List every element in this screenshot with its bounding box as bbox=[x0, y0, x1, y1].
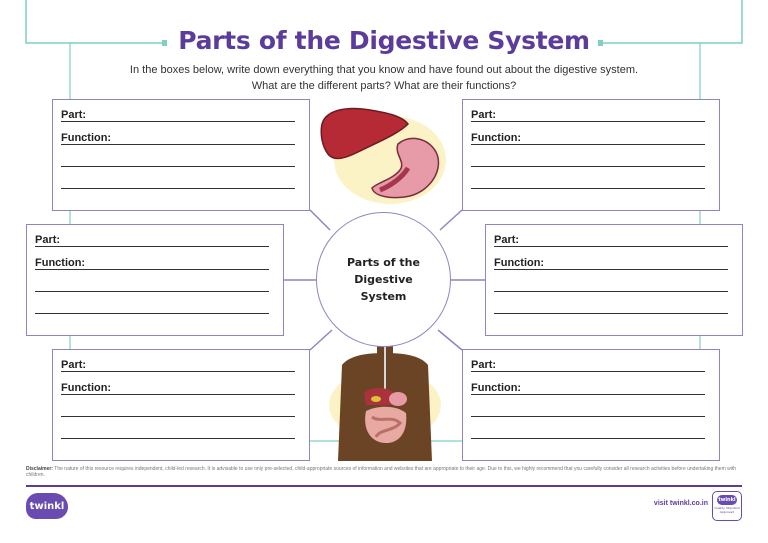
part-box-top-left: Part: Function: bbox=[52, 99, 310, 211]
part-box-middle-right: Part: Function: bbox=[485, 224, 743, 336]
writing-line[interactable] bbox=[471, 416, 705, 417]
twinkl-logo[interactable]: twinkl bbox=[26, 493, 68, 519]
function-label: Function: bbox=[471, 132, 525, 144]
writing-line[interactable] bbox=[61, 438, 295, 439]
writing-line[interactable] bbox=[61, 188, 295, 189]
part-label: Part: bbox=[494, 234, 523, 246]
part-field[interactable]: Part: bbox=[471, 108, 705, 122]
part-box-bottom-left: Part: Function: bbox=[52, 349, 310, 461]
part-label: Part: bbox=[471, 359, 500, 371]
writing-line[interactable] bbox=[471, 188, 705, 189]
writing-line[interactable] bbox=[35, 313, 269, 314]
function-field[interactable]: Function: bbox=[471, 131, 705, 145]
liver-stomach-illustration bbox=[320, 107, 446, 204]
part-label: Part: bbox=[61, 109, 90, 121]
writing-line[interactable] bbox=[61, 416, 295, 417]
disclaimer-label: Disclaimer: bbox=[26, 466, 53, 472]
function-label: Function: bbox=[61, 132, 115, 144]
center-label-line-2: Digestive System bbox=[354, 273, 413, 303]
quality-standard-badge: twinkl Quality Standard Approved bbox=[712, 491, 742, 521]
part-field[interactable]: Part: bbox=[471, 358, 705, 372]
footer-divider bbox=[26, 485, 742, 487]
disclaimer-text: The nature of this resource requires ind… bbox=[26, 466, 737, 478]
function-field[interactable]: Function: bbox=[471, 381, 705, 395]
function-field[interactable]: Function: bbox=[61, 131, 295, 145]
function-label: Function: bbox=[494, 257, 548, 269]
function-label: Function: bbox=[35, 257, 89, 269]
part-field[interactable]: Part: bbox=[35, 233, 269, 247]
part-box-top-right: Part: Function: bbox=[462, 99, 720, 211]
visit-link[interactable]: visit twinkl.co.in bbox=[653, 500, 708, 507]
badge-text: Quality Standard Approved bbox=[714, 506, 740, 514]
disclaimer: Disclaimer: The nature of this resource … bbox=[26, 466, 746, 478]
function-field[interactable]: Function: bbox=[494, 256, 728, 270]
writing-line[interactable] bbox=[61, 166, 295, 167]
part-box-bottom-right: Part: Function: bbox=[462, 349, 720, 461]
writing-line[interactable] bbox=[494, 313, 728, 314]
writing-line[interactable] bbox=[494, 291, 728, 292]
function-label: Function: bbox=[61, 382, 115, 394]
function-label: Function: bbox=[471, 382, 525, 394]
writing-line[interactable] bbox=[35, 291, 269, 292]
intro-line-2: What are the different parts? What are t… bbox=[251, 80, 517, 92]
function-field[interactable]: Function: bbox=[61, 381, 295, 395]
part-field[interactable]: Part: bbox=[61, 358, 295, 372]
function-field[interactable]: Function: bbox=[35, 256, 269, 270]
center-label-line-1: Parts of the bbox=[347, 256, 420, 269]
part-label: Part: bbox=[35, 234, 64, 246]
page-title: Parts of the Digestive System bbox=[178, 26, 590, 55]
badge-logo: twinkl bbox=[717, 495, 737, 505]
part-box-middle-left: Part: Function: bbox=[26, 224, 284, 336]
part-label: Part: bbox=[61, 359, 90, 371]
center-topic-circle: Parts of the Digestive System bbox=[316, 212, 451, 347]
part-field[interactable]: Part: bbox=[494, 233, 728, 247]
intro-line-1: In the boxes below, write down everythin… bbox=[129, 64, 639, 76]
writing-line[interactable] bbox=[471, 166, 705, 167]
part-field[interactable]: Part: bbox=[61, 108, 295, 122]
writing-line[interactable] bbox=[471, 438, 705, 439]
part-label: Part: bbox=[471, 109, 500, 121]
